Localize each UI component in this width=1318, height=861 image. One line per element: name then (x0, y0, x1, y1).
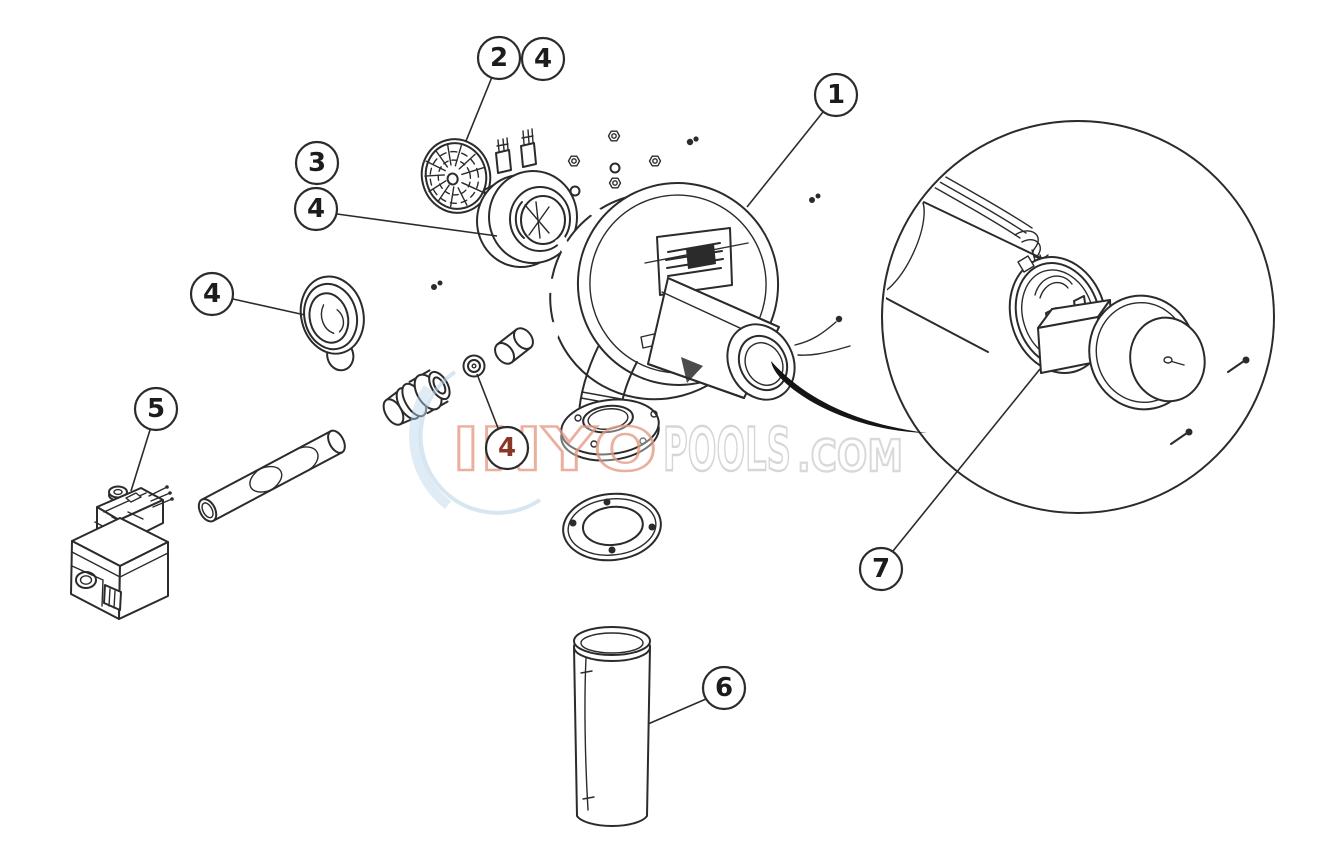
callout-number-flue-pipe: 6 (715, 673, 733, 703)
callout-number-cover-plate: 4 (203, 279, 221, 309)
watermark-swirl (418, 370, 542, 515)
callout-motor-capacitor-detail: 7 (858, 546, 904, 592)
watermark: INYO POOLS .COM (409, 370, 904, 515)
screw-icon (431, 136, 821, 290)
union-fitting-drawing (382, 369, 451, 426)
callout-cover-plate: 4 (189, 271, 235, 317)
detail-view (881, 120, 1275, 514)
parts-lineart (70, 128, 851, 827)
detail-arrow (771, 361, 927, 433)
callout-leader-gas-valve (130, 429, 151, 492)
callout-number-motor-capacitor-detail: 7 (872, 554, 890, 584)
callout-blower-adapter-hardware: 4 (293, 186, 339, 232)
callout-gas-valve: 5 (133, 386, 179, 432)
callout-flue-pipe: 6 (701, 665, 747, 711)
gas-valve-drawing (70, 485, 174, 620)
callout-intake-grille-hardware: 4 (520, 36, 566, 82)
callout-leader-flat-washer (476, 373, 499, 429)
callout-number-blower-adapter: 3 (308, 148, 326, 178)
callout-number-blower-assembly: 1 (827, 80, 845, 110)
callout-intake-grille: 2 (476, 35, 522, 81)
blower-adapter-drawing (476, 128, 578, 268)
end-cap-screws (1170, 356, 1250, 445)
callout-circle-blower-adapter-hardware (293, 186, 339, 232)
blower-label (644, 227, 749, 296)
callout-leader-intake-grille (465, 76, 493, 142)
flat-washer-drawing (462, 354, 486, 378)
callout-blower-adapter: 3 (294, 140, 340, 186)
callout-circle-flue-pipe (701, 665, 747, 711)
callout-circle-motor-capacitor-detail (858, 546, 904, 592)
callout-circle-blower-adapter (294, 140, 340, 186)
callout-circle-cover-plate (189, 271, 235, 317)
intake-grille-drawing (420, 138, 492, 214)
callout-blower-assembly: 1 (813, 72, 859, 118)
callout-circle-gas-valve (133, 386, 179, 432)
callout-number-flat-washer: 4 (498, 433, 516, 463)
callout-leader-blower-assembly (746, 111, 824, 208)
callout-leader-cover-plate (232, 298, 306, 316)
watermark-text-com: .COM (797, 431, 903, 482)
callout-circle-intake-grille-hardware (520, 36, 566, 82)
callout-number-intake-grille-hardware: 4 (534, 44, 552, 74)
callout-flat-washer: 4 (484, 425, 530, 471)
callout-leader-motor-capacitor-detail (892, 368, 1041, 552)
watermark-text-inyo: INYO (452, 415, 657, 485)
callout-number-gas-valve: 5 (147, 394, 165, 424)
cover-plate-drawing (299, 275, 365, 372)
blower-assembly-drawing (543, 176, 851, 462)
callout-leader-flue-pipe (647, 698, 707, 725)
flue-pipe-drawing (573, 626, 651, 827)
callout-number-intake-grille: 2 (490, 43, 508, 73)
callout-number-blower-adapter-hardware: 4 (307, 194, 325, 224)
gas-pipe-drawing (197, 429, 346, 523)
watermark-text-pools: POOLS (663, 415, 791, 485)
flange-gasket-drawing (562, 492, 662, 562)
callout-circle-flat-washer (484, 425, 530, 471)
bushing-drawing (494, 327, 534, 365)
callout-circle-blower-assembly (813, 72, 859, 118)
callout-circle-intake-grille (476, 35, 522, 81)
callout-leader-blower-adapter-hardware (336, 213, 498, 237)
